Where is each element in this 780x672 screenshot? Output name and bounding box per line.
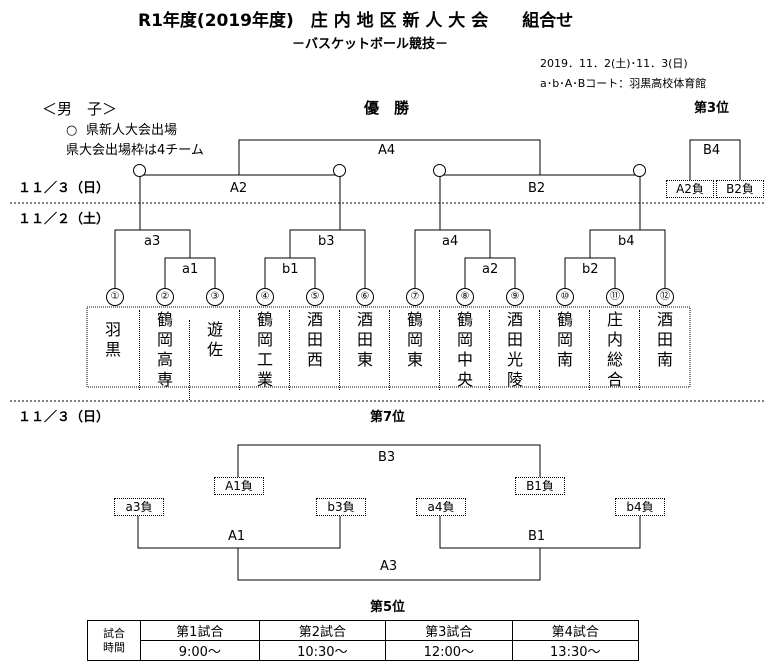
schedule-game-4: 第4試合 bbox=[511, 620, 640, 641]
team-number: ⑧ bbox=[456, 288, 474, 306]
team-number: ⑥ bbox=[356, 288, 374, 306]
team-number: ⑫ bbox=[656, 288, 674, 306]
team-name: 鶴岡高専 bbox=[139, 310, 190, 390]
schedule-time-1: 9:00～ bbox=[140, 640, 260, 661]
third-place-label: 第3位 bbox=[694, 101, 730, 116]
game-semi-right: B2 bbox=[528, 181, 546, 196]
quota-note: 県大会出場枠は4チーム bbox=[66, 143, 204, 158]
date-label-day2: １１／２（土） bbox=[18, 212, 110, 227]
game-a3: a3 bbox=[144, 234, 161, 249]
b3-loser: b3負 bbox=[316, 498, 366, 516]
b1-loser: B1負 bbox=[515, 477, 565, 495]
qualify-circle bbox=[333, 164, 346, 177]
game-B1: B1 bbox=[528, 529, 546, 544]
game-a2: a2 bbox=[482, 262, 499, 277]
team-name: 鶴岡東 bbox=[389, 310, 440, 390]
team-name: 遊佐 bbox=[189, 320, 240, 400]
game-final: A4 bbox=[378, 143, 396, 158]
third-right-loser: B2負 bbox=[716, 180, 764, 198]
schedule-game-1: 第1試合 bbox=[140, 620, 260, 641]
third-left-loser: A2負 bbox=[666, 180, 714, 198]
game-semi-left: A2 bbox=[230, 181, 248, 196]
schedule-game-2: 第2試合 bbox=[258, 620, 387, 641]
game-b1: b1 bbox=[282, 262, 299, 277]
game-third: B4 bbox=[703, 143, 721, 158]
fifth-place-label: 第5位 bbox=[370, 600, 406, 615]
game-b4: b4 bbox=[618, 234, 635, 249]
team-number: ⑪ bbox=[606, 288, 624, 306]
game-B3: B3 bbox=[378, 450, 396, 465]
b4-loser: b4負 bbox=[615, 498, 665, 516]
a4-loser: a4負 bbox=[416, 498, 466, 516]
a3-loser: a3負 bbox=[114, 498, 164, 516]
schedule-time-3: 12:00～ bbox=[385, 640, 513, 661]
team-name: 庄内総合 bbox=[589, 310, 640, 390]
team-name: 酒田西 bbox=[289, 310, 340, 390]
team-name: 酒田東 bbox=[339, 310, 390, 390]
schedule-table: 試合時間 第1試合 第2試合 第3試合 第4試合 9:00～ 10:30～ 12… bbox=[87, 620, 640, 661]
legend-text: 県新人大会出場 bbox=[86, 123, 178, 138]
game-b3: b3 bbox=[318, 234, 335, 249]
team-number: ② bbox=[156, 288, 174, 306]
page-title: R1年度(2019年度) 庄 内 地 区 新 人 大 会 組合せ bbox=[138, 11, 574, 31]
event-venue: a･b･A･Bコート：羽黒高校体育館 bbox=[540, 77, 707, 90]
team-number: ⑨ bbox=[506, 288, 524, 306]
schedule-row-label: 試合時間 bbox=[87, 620, 141, 661]
schedule-time-4: 13:30～ bbox=[511, 640, 640, 661]
game-A1: A1 bbox=[228, 529, 246, 544]
game-A3: A3 bbox=[380, 559, 398, 574]
a1-loser: A1負 bbox=[214, 477, 264, 495]
date-label-day3: １１／３（日） bbox=[18, 181, 110, 196]
team-number: ⑤ bbox=[306, 288, 324, 306]
event-date: 2019．11．2(土)･11．3(日) bbox=[540, 57, 688, 70]
team-name: 鶴岡中央 bbox=[439, 310, 490, 390]
game-b2: b2 bbox=[582, 262, 599, 277]
seventh-place-label: 第7位 bbox=[370, 410, 406, 425]
section-label: ＜男 子＞ bbox=[42, 100, 118, 118]
qualify-circle bbox=[633, 164, 646, 177]
date-label-day3-placement: １１／３（日） bbox=[18, 410, 110, 425]
team-name: 酒田南 bbox=[639, 310, 690, 390]
legend-mark: ○ bbox=[66, 123, 78, 138]
schedule-time-2: 10:30～ bbox=[258, 640, 387, 661]
game-a1: a1 bbox=[182, 262, 199, 277]
page-subtitle: －バスケットボール競技－ bbox=[292, 37, 449, 52]
team-number: ④ bbox=[256, 288, 274, 306]
team-number: ⑩ bbox=[556, 288, 574, 306]
game-a4: a4 bbox=[442, 234, 459, 249]
team-number: ③ bbox=[206, 288, 224, 306]
team-number: ① bbox=[106, 288, 124, 306]
qualify-circle bbox=[433, 164, 446, 177]
team-name: 酒田光陵 bbox=[489, 310, 540, 390]
qualify-circle bbox=[133, 164, 146, 177]
team-number: ⑦ bbox=[406, 288, 424, 306]
team-name: 鶴岡工業 bbox=[239, 310, 290, 390]
team-name: 鶴岡南 bbox=[539, 310, 590, 390]
team-name: 羽黒 bbox=[104, 320, 121, 359]
schedule-game-3: 第3試合 bbox=[385, 620, 513, 641]
champion-label: 優 勝 bbox=[364, 99, 410, 117]
